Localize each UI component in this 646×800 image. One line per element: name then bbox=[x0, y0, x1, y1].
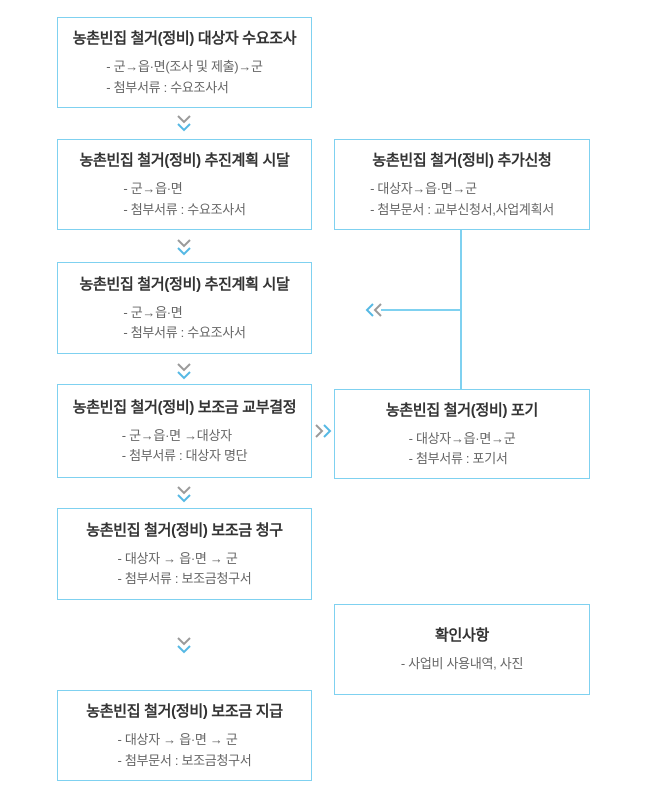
box-line: - 첨부문서 : 교부신청서,사업계획서 bbox=[370, 201, 554, 217]
box-title: 농촌빈집 철거(정비) 보조금 교부결정 bbox=[72, 398, 297, 416]
chevron-double-down-icon bbox=[177, 637, 191, 654]
box-body: - 사업비 사용내역, 사진 bbox=[400, 654, 524, 674]
chevron-double-down-icon bbox=[177, 363, 191, 380]
box-line: - 첨부서류 : 수요조사서 bbox=[123, 325, 246, 340]
box-line: - 사업비 사용내역, 사진 bbox=[400, 656, 524, 672]
flow-box-confirmation: 확인사항 - 사업비 사용내역, 사진 bbox=[334, 604, 590, 695]
flow-box-demand-survey: 농촌빈집 철거(정비) 대상자 수요조사 - 군→읍·면(조사 및 제출)→군 … bbox=[57, 17, 312, 108]
box-body: - 군→읍·면(조사 및 제출)→군 - 첨부서류 : 수요조사서 bbox=[106, 57, 263, 97]
chevron-double-down-icon bbox=[177, 486, 191, 503]
box-title: 농촌빈집 철거(정비) 추진계획 시달 bbox=[79, 275, 290, 293]
box-body: - 대상자→읍·면→군 - 첨부서류 : 포기서 bbox=[409, 429, 516, 469]
box-line: - 대상자→읍·면→군 bbox=[370, 181, 477, 197]
box-line: - 군→읍·면 bbox=[123, 304, 183, 320]
box-line: - 첨부서류 : 수요조사서 bbox=[123, 201, 246, 217]
flow-box-plan-notice-2: 농촌빈집 철거(정비) 추진계획 시달 - 군→읍·면 - 첨부서류 : 수요조… bbox=[57, 262, 312, 354]
flow-box-extra-application: 농촌빈집 철거(정비) 추가신청 - 대상자→읍·면→군 - 첨부문서 : 교부… bbox=[334, 139, 590, 230]
box-line: - 첨부서류 : 수요조사서 bbox=[106, 79, 229, 95]
box-line: - 첨부서류 : 보조금청구서 bbox=[117, 571, 252, 586]
flow-box-withdrawal: 농촌빈집 철거(정비) 포기 - 대상자→읍·면→군 - 첨부서류 : 포기서 bbox=[334, 389, 590, 479]
box-line: - 군→읍·면 bbox=[123, 181, 183, 197]
flow-box-plan-notice-1: 농촌빈집 철거(정비) 추진계획 시달 - 군→읍·면 - 첨부서류 : 수요조… bbox=[57, 139, 312, 230]
box-title: 농촌빈집 철거(정비) 포기 bbox=[385, 401, 539, 419]
flow-box-subsidy-claim: 농촌빈집 철거(정비) 보조금 청구 - 대상자 → 읍·면 → 군 - 첨부서… bbox=[57, 508, 312, 600]
box-body: - 대상자 → 읍·면 → 군 - 첨부서류 : 보조금청구서 bbox=[118, 549, 252, 589]
box-body: - 대상자→읍·면→군 - 첨부문서 : 교부신청서,사업계획서 bbox=[370, 179, 554, 219]
box-title: 농촌빈집 철거(정비) 추가신청 bbox=[372, 152, 552, 170]
box-line: - 첨부문서 : 보조금청구서 bbox=[117, 752, 252, 768]
flow-box-grant-decision: 농촌빈집 철거(정비) 보조금 교부결정 - 군→읍·면 →대상자 - 첨부서류… bbox=[57, 384, 312, 478]
box-body: - 대상자 → 읍·면 → 군 - 첨부문서 : 보조금청구서 bbox=[118, 730, 252, 770]
box-title: 농촌빈집 철거(정비) 보조금 청구 bbox=[86, 521, 283, 539]
chevron-double-left-icon bbox=[365, 303, 382, 317]
connector-horizontal-line bbox=[381, 309, 461, 311]
chevron-double-right-icon bbox=[315, 424, 332, 438]
chevron-double-down-icon bbox=[177, 115, 191, 132]
box-body: - 군→읍·면 →대상자 - 첨부서류 : 대상자 명단 bbox=[122, 426, 248, 466]
box-line: - 첨부서류 : 포기서 bbox=[408, 451, 508, 466]
box-line: - 첨부서류 : 대상자 명단 bbox=[121, 448, 248, 463]
box-body: - 군→읍·면 - 첨부서류 : 수요조사서 bbox=[123, 179, 246, 219]
flow-box-subsidy-payment: 농촌빈집 철거(정비) 보조금 지급 - 대상자 → 읍·면 → 군 - 첨부문… bbox=[57, 690, 312, 781]
box-line: - 대상자 → 읍·면 → 군 bbox=[117, 550, 238, 566]
box-body: - 군→읍·면 - 첨부서류 : 수요조사서 bbox=[123, 303, 246, 343]
box-title: 농촌빈집 철거(정비) 추진계획 시달 bbox=[79, 152, 290, 170]
box-line: - 대상자 → 읍·면 → 군 bbox=[117, 732, 238, 748]
box-title: 농촌빈집 철거(정비) 보조금 지급 bbox=[86, 703, 283, 721]
box-line: - 대상자→읍·면→군 bbox=[408, 430, 516, 446]
chevron-double-down-icon bbox=[177, 239, 191, 256]
box-line: - 군→읍·면 →대상자 bbox=[121, 427, 232, 443]
box-title: 확인사항 bbox=[434, 627, 489, 645]
box-line: - 군→읍·면(조사 및 제출)→군 bbox=[106, 59, 263, 75]
box-title: 농촌빈집 철거(정비) 대상자 수요조사 bbox=[72, 30, 297, 48]
